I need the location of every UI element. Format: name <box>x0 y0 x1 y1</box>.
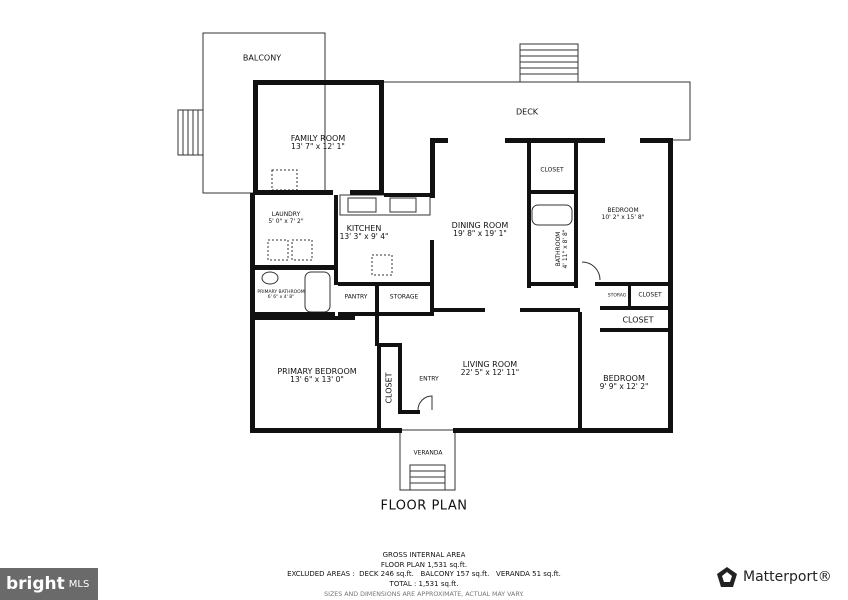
room-name: STORAGE <box>389 293 419 301</box>
room-closet-primary: CLOSET <box>384 372 393 403</box>
area-excluded: EXCLUDED AREAS : DECK 246 sq.ft. BALCONY… <box>287 570 561 578</box>
room-closet-top: CLOSET <box>540 166 564 175</box>
room-name: FAMILY ROOM <box>290 134 346 144</box>
room-name: STORAG <box>607 293 627 299</box>
veranda-outline <box>399 429 456 491</box>
room-dims: 13' 6" x 13' 0" <box>290 375 344 385</box>
room-dims: 9' 9" x 12' 2" <box>599 382 649 392</box>
room-dims: 13' 3" x 9' 4" <box>339 232 389 242</box>
room-name: PRIMARY BATHROOM <box>257 289 305 295</box>
room-name: DECK <box>515 107 539 117</box>
room-name: PRIMARY BEDROOM <box>277 367 357 377</box>
room-balcony: BALCONY <box>243 53 281 62</box>
room-name: LIVING ROOM <box>462 360 518 370</box>
room-veranda: VERANDA <box>413 449 443 458</box>
plan-title: FLOOR PLAN <box>380 498 468 514</box>
deck-stairs <box>519 43 579 83</box>
matterport-logo: Matterport® <box>716 566 832 588</box>
room-dims: 10' 2" x 15' 8" <box>601 214 645 221</box>
room-dims: 13' 7" x 12' 1" <box>291 142 345 152</box>
room-name: CLOSET <box>622 315 654 325</box>
room-name: ENTRY <box>419 375 439 383</box>
bright-logo-text: bright <box>6 574 65 594</box>
room-pantry: PANTRY <box>344 293 368 302</box>
matterport-logo-text: Matterport® <box>743 569 832 585</box>
room-name: PANTRY <box>344 293 368 301</box>
room-name: BEDROOM <box>607 207 639 215</box>
walls <box>250 80 673 433</box>
room-storage-small: STORAG <box>608 293 627 298</box>
area-floor-plan: FLOOR PLAN 1,531 sq.ft. <box>380 560 468 569</box>
room-name: CLOSET <box>384 372 394 404</box>
room-name: LAUNDRY <box>271 211 301 219</box>
room-storage: STORAGE <box>389 293 419 302</box>
area-summary: GROSS INTERNAL AREA FLOOR PLAN 1,531 sq.… <box>287 551 561 600</box>
room-dims: 6' 6" x 4' 8" <box>267 295 295 300</box>
room-name: KITCHEN <box>346 224 382 234</box>
room-dims: 22' 5" x 12' 11" <box>460 368 520 378</box>
room-entry: ENTRY <box>419 375 439 384</box>
room-dims: 19' 8" x 19' 1" <box>453 229 507 239</box>
room-closet-low: CLOSET <box>622 315 653 324</box>
room-name: CLOSET <box>540 166 564 174</box>
bright-mls-logo: bright MLS <box>0 568 98 600</box>
mls-logo-text: MLS <box>68 578 90 590</box>
room-closet-mid: CLOSET <box>638 291 662 300</box>
room-dims: 4' 11" x 8' 8" <box>562 229 569 269</box>
room-name: DINING ROOM <box>451 221 509 231</box>
room-name: BALCONY <box>242 53 282 63</box>
area-total: TOTAL : 1,531 sq.ft. <box>389 579 459 588</box>
area-disclaimer: SIZES AND DIMENSIONS ARE APPROXIMATE, AC… <box>324 591 524 598</box>
room-name: VERANDA <box>413 449 443 457</box>
room-deck: DECK <box>516 107 538 116</box>
balcony-stairs <box>177 109 204 156</box>
room-name: BEDROOM <box>603 374 645 384</box>
room-name: CLOSET <box>638 291 662 299</box>
room-dims: 5' 0" x 7' 2" <box>268 218 304 225</box>
matterport-icon <box>717 567 737 587</box>
area-heading: GROSS INTERNAL AREA <box>382 551 466 559</box>
